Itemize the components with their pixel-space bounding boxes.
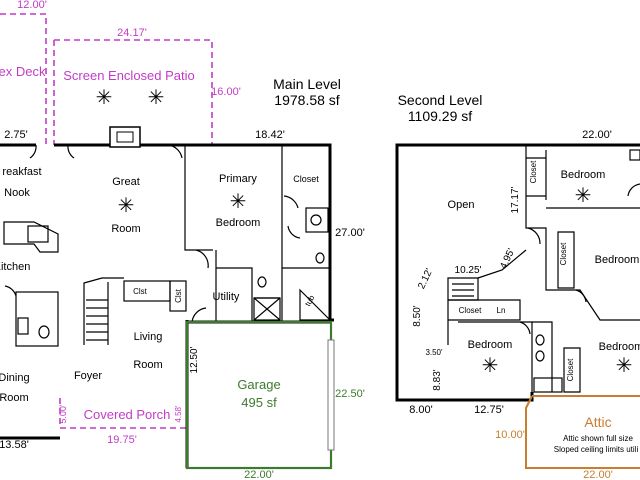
living-room-label: Room: [133, 359, 162, 371]
closet-hall-label: Closet: [459, 306, 482, 315]
main-level-title: Main Level: [273, 76, 341, 92]
dim-second-d4: 2.12': [416, 267, 435, 291]
garage-area: 495 sf: [241, 395, 277, 410]
foyer-label: Foyer: [74, 370, 102, 382]
second-level-area: 1109.29 sf: [408, 108, 472, 124]
attic-outline: [525, 395, 640, 469]
dim-attic-side: 10.00': [495, 429, 525, 441]
dim-porch-right: 4.58': [174, 405, 183, 423]
ceiling-fan-icon: ✳: [148, 87, 165, 109]
ceiling-fan-icon: ✳: [482, 355, 499, 377]
dim-second-d6: 3.50': [425, 348, 443, 357]
porch-label: Covered Porch: [84, 407, 171, 422]
ceiling-fan-icon: ✳: [118, 195, 135, 217]
dim-second-top: 22.00': [582, 129, 612, 141]
nook-label: Nook: [4, 187, 30, 199]
garage-label: Garage: [237, 377, 280, 392]
closet-a-label: Closet: [529, 160, 538, 183]
attic-note-2: Sloped ceiling limits utili: [554, 445, 639, 454]
dining-label: Dining: [0, 372, 30, 384]
clst-label-1: Clst: [133, 287, 148, 296]
main-interior-walls: [3, 144, 332, 347]
dim-garage-width: 22.00': [244, 469, 274, 480]
primary-closet-label: Closet: [293, 174, 319, 184]
dim-left-top: 2.75': [4, 129, 28, 141]
dining-room-label: Room: [0, 392, 29, 404]
garage-outline: [185, 320, 335, 470]
bedroom-1-label: Bedroom: [561, 169, 606, 181]
dim-attic-bottom: 22.00': [583, 469, 613, 480]
ceiling-fan-icons: ✳ ✳ ✳ ✳: [96, 87, 247, 217]
great-label: Great: [112, 176, 140, 188]
dim-bottom-left: 13.58': [0, 439, 29, 451]
dim-second-bottom2: 12.75': [474, 404, 504, 416]
dim-second-d1: 17.17': [510, 186, 521, 213]
dim-porch-width: 19.75': [107, 434, 137, 446]
attic-note-1: Attic shown full size: [563, 434, 633, 443]
primary-label: Primary: [219, 173, 257, 185]
dim-porch-left: 5.00': [58, 404, 68, 424]
dim-second-d2: 10.25': [455, 265, 482, 276]
ceiling-fan-icon: ✳: [230, 191, 247, 213]
ceiling-fan-icon: ✳: [575, 185, 592, 207]
bedroom-4-label: Bedroom: [599, 341, 640, 353]
dim-second-d7: 8.83': [432, 369, 443, 390]
patio-label: Screen Enclosed Patio: [63, 68, 195, 83]
linen-label: Ln: [497, 306, 506, 315]
dim-right-side: 27.00': [335, 227, 365, 239]
dim-garage-depth-right: 22.50': [335, 388, 365, 400]
closet-c-label: Closet: [566, 358, 575, 381]
kitchen-label: Kitchen: [0, 261, 30, 273]
open-label: Open: [448, 199, 475, 211]
ceiling-fan-icon: ✳: [616, 355, 633, 377]
dim-patio-depth: 16.00': [211, 86, 241, 98]
dim-right-top: 18.42': [255, 129, 285, 141]
second-ceiling-fans: ✳ ✳ ✳: [482, 185, 633, 377]
dim-second-bottom1: 8.00': [409, 404, 433, 416]
breakfast-label: reakfast: [2, 166, 41, 178]
second-level-title: Second Level: [398, 92, 483, 108]
dim-second-d5: 8.50': [412, 305, 423, 326]
patio-outline: [0, 13, 213, 145]
main-level-area: 1978.58 sf: [274, 92, 339, 108]
bedroom-3-label: Bedroom: [468, 339, 513, 351]
deck-label: ex Deck: [0, 64, 46, 79]
living-label: Living: [134, 331, 163, 343]
dim-patio-width: 24.17': [117, 27, 147, 39]
closet-b-label: Closet: [559, 242, 568, 265]
dim-deck-top: 12.00': [17, 0, 47, 11]
great-room-label: Room: [111, 223, 140, 235]
clst-label-2: Clst: [174, 288, 183, 303]
dim-garage-depth-left: 12.50': [189, 346, 200, 373]
primary-bedroom-label: Bedroom: [216, 217, 261, 229]
ceiling-fan-icon: ✳: [96, 87, 113, 109]
utility-label: Utility: [213, 291, 240, 303]
bedroom-2-label: Bedroom: [595, 254, 640, 266]
attic-label: Attic: [584, 414, 611, 430]
